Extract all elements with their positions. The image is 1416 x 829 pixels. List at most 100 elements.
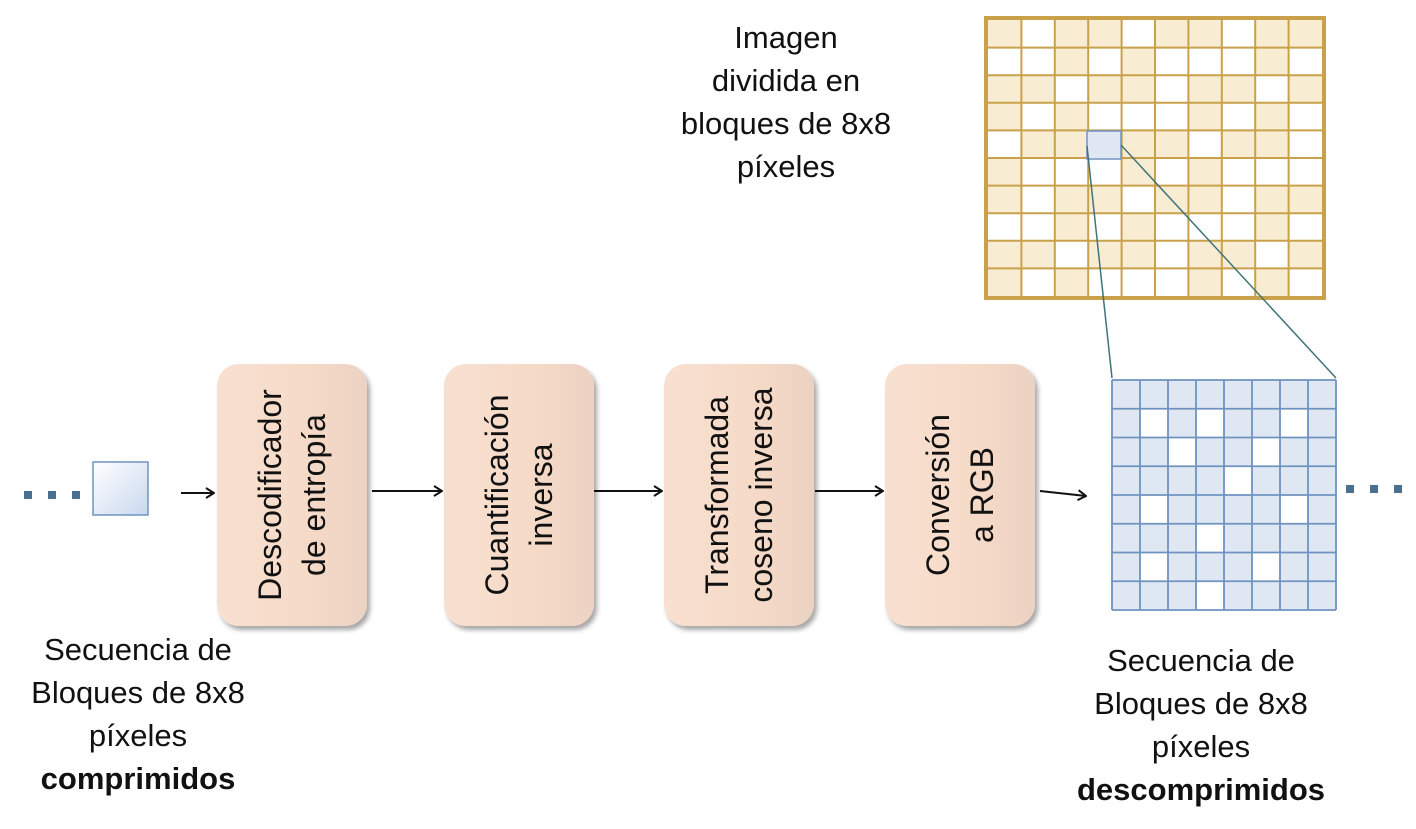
image-grid-cell	[1054, 185, 1089, 214]
image-grid-cell	[1021, 130, 1055, 158]
image-grid-cell	[1288, 240, 1322, 269]
output-block-cell	[1168, 380, 1196, 409]
output-block-cell	[1308, 437, 1336, 467]
output-block-cell	[1280, 466, 1308, 495]
image-caption: Imagen dividida en bloques de 8x8 píxele…	[650, 16, 922, 188]
image-grid-cell	[988, 158, 1022, 186]
output-block-cell	[1308, 552, 1336, 582]
image-grid-cell	[988, 75, 1022, 103]
output-block-cell	[1140, 380, 1168, 409]
output-block-cell	[1140, 466, 1168, 495]
image-grid-cell	[1121, 158, 1155, 186]
output-caption-line: Bloques de 8x8	[1094, 686, 1308, 721]
output-block-cell	[1140, 437, 1168, 467]
image-grid-cell	[1188, 240, 1222, 269]
stage-label-line: Descodificador	[252, 389, 288, 601]
stage-entropy-decoder: Descodificador de entropía	[217, 364, 367, 626]
image-grid	[984, 16, 1326, 300]
output-block-cell	[1112, 552, 1140, 582]
output-block-grid	[1111, 379, 1337, 611]
stage-label-line: inversa	[523, 443, 559, 547]
image-grid-cell	[1121, 75, 1155, 103]
image-grid-cell	[1054, 47, 1089, 76]
zoom-line-right	[1120, 144, 1337, 379]
stage-inverse-dct: Transformada coseno inversa	[664, 364, 814, 626]
image-grid-cell	[1088, 240, 1122, 269]
output-block-cell	[1112, 408, 1140, 438]
stage-label-line: coseno inversa	[743, 387, 779, 603]
image-grid-cell	[1155, 130, 1189, 158]
output-caption-line: píxeles	[1151, 729, 1251, 764]
image-grid-cell	[1221, 130, 1256, 158]
image-grid-cell	[1188, 185, 1222, 214]
compressed-block	[92, 461, 149, 516]
image-grid-cell	[1121, 47, 1155, 76]
stage-label-line: de entropía	[296, 414, 332, 576]
image-grid-cell	[988, 240, 1022, 269]
image-grid-cell	[1088, 75, 1122, 103]
arrow-stage4-to-output	[1039, 491, 1086, 496]
output-block-cell	[1168, 523, 1196, 553]
output-block-cell	[1168, 581, 1196, 610]
image-grid-cell	[1288, 20, 1322, 48]
image-grid-cell	[988, 268, 1022, 296]
image-grid-cell	[1054, 130, 1089, 158]
output-block-cell	[1224, 380, 1252, 409]
image-grid-cell	[1188, 20, 1222, 48]
output-block-cell	[1280, 581, 1308, 610]
output-caption-emphasis: descomprimidos	[1076, 772, 1326, 807]
image-grid-cell	[1054, 268, 1089, 296]
output-block-cell	[1196, 495, 1224, 524]
input-caption-emphasis: comprimidos	[40, 761, 236, 796]
image-grid-cell	[1255, 102, 1289, 131]
image-grid-cell	[1288, 185, 1322, 214]
image-grid-cell	[1188, 75, 1222, 103]
output-block-cell	[1112, 523, 1140, 553]
stage-label: Transformada coseno inversa	[695, 364, 783, 626]
image-grid-cells	[988, 20, 1322, 296]
input-caption-line: Bloques de 8x8	[31, 675, 245, 710]
output-block-cell	[1308, 581, 1336, 610]
output-block-cell	[1252, 581, 1280, 610]
image-grid-cell	[988, 102, 1022, 131]
output-block-cell	[1252, 466, 1280, 495]
zoom-line-left	[1086, 145, 1113, 379]
output-block-cell	[1196, 437, 1224, 467]
output-block-cell	[1308, 495, 1336, 524]
output-block-cell	[1112, 466, 1140, 495]
output-block-cell	[1168, 552, 1196, 582]
image-grid-cell	[1121, 213, 1155, 241]
image-grid-cell	[1221, 75, 1256, 103]
image-grid-cell	[1255, 20, 1289, 48]
image-grid-cell	[1255, 47, 1289, 76]
image-grid-cell	[1054, 102, 1089, 131]
output-ellipsis	[1346, 485, 1402, 493]
output-block-cell	[1280, 380, 1308, 409]
output-block-cell	[1168, 495, 1196, 524]
output-block-cell	[1280, 437, 1308, 467]
output-block-cell	[1224, 581, 1252, 610]
image-grid-cell	[1255, 185, 1289, 214]
output-block-cell	[1308, 408, 1336, 438]
output-block-cell	[1224, 495, 1252, 524]
stage-label-line: a RGB	[964, 446, 1000, 544]
stage-label: Conversión a RGB	[916, 364, 1004, 626]
output-block-cell	[1224, 523, 1252, 553]
image-caption-line: dividida en	[711, 63, 861, 98]
image-grid-cell	[1221, 240, 1256, 269]
output-caption: Secuencia de Bloques de 8x8 píxeles desc…	[1050, 639, 1352, 811]
output-block-cell	[1112, 581, 1140, 610]
image-grid-cell	[988, 20, 1022, 48]
image-caption-line: bloques de 8x8	[680, 106, 892, 141]
output-block-cell	[1308, 466, 1336, 495]
output-block-cell	[1252, 523, 1280, 553]
output-caption-line: Secuencia de	[1107, 643, 1295, 678]
input-caption-line: píxeles	[88, 718, 188, 753]
output-block-cell	[1280, 552, 1308, 582]
output-block-cell	[1252, 495, 1280, 524]
image-grid-cell	[1121, 240, 1155, 269]
image-grid-cell	[1021, 75, 1055, 103]
image-grid-cell	[1288, 75, 1322, 103]
output-block-cell	[1308, 380, 1336, 409]
